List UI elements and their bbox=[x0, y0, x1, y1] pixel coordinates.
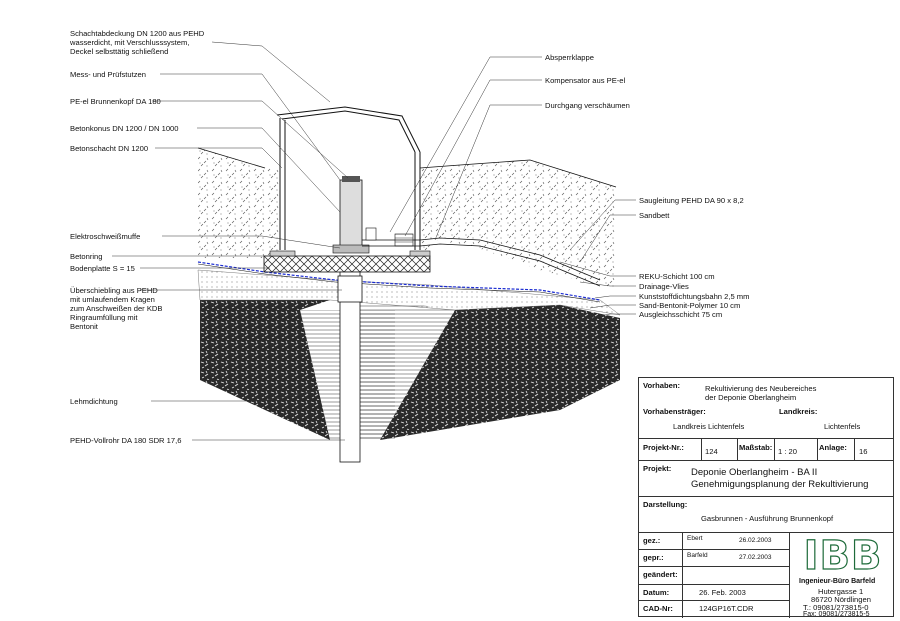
shaft-wall-left bbox=[279, 118, 286, 250]
label-mess: Mess- und Prüfstutzen bbox=[70, 70, 146, 79]
company-name: Ingenieur-Büro Barfeld bbox=[799, 578, 876, 585]
vorhaben-row: Vorhaben: Rekultivierung des Neubereiche… bbox=[639, 378, 893, 439]
traeger-value: Landkreis Lichtenfels bbox=[673, 422, 745, 431]
projekt-nr-value: 124 bbox=[705, 447, 718, 456]
shaft-cover bbox=[276, 106, 421, 153]
gez-date: 26.02.2003 bbox=[739, 537, 772, 544]
datum-row: Datum: 26. Feb. 2003 bbox=[639, 584, 789, 601]
label-durchgang: Durchgang verschäumen bbox=[545, 101, 630, 110]
darstellung-value: Gasbrunnen - Ausführung Brunnenkopf bbox=[701, 514, 834, 523]
traeger-label: Vorhabensträger: bbox=[643, 407, 706, 416]
label-ausgleich: Ausgleichsschicht 75 cm bbox=[639, 310, 722, 319]
label-ueberschiebling-5: Bentonit bbox=[70, 322, 99, 331]
label-ueberschiebling-2: mit umlaufendem Kragen bbox=[70, 295, 155, 304]
sand-layer bbox=[197, 269, 621, 316]
company-fax: Fax: 09081/273815-5 bbox=[803, 611, 870, 618]
gepr-row: gepr.: Barfeld 27.02.2003 bbox=[639, 549, 789, 567]
company-city: 86720 Nördlingen bbox=[811, 595, 871, 604]
geaendert-label: geändert: bbox=[643, 570, 678, 579]
label-brunnenkopf: PE-el Brunnenkopf DA 180 bbox=[70, 97, 161, 106]
gepr-date: 27.02.2003 bbox=[739, 554, 772, 561]
label-lehmdichtung: Lehmdichtung bbox=[70, 397, 118, 406]
label-betonschacht: Betonschacht DN 1200 bbox=[70, 144, 148, 153]
landkreis-value: Lichtenfels bbox=[824, 422, 861, 431]
massstab-value: 1 : 20 bbox=[778, 447, 797, 456]
liner-line bbox=[197, 261, 601, 301]
projekt-label: Projekt: bbox=[643, 464, 672, 473]
darstellung-label: Darstellung: bbox=[643, 500, 688, 509]
reku-soil-right bbox=[420, 160, 616, 290]
label-drainage: Drainage-Vlies bbox=[639, 282, 689, 291]
gepr-label: gepr.: bbox=[643, 553, 664, 562]
label-ueberschiebling-1: Überschiebling aus PEHD bbox=[70, 286, 158, 295]
gravel-right bbox=[380, 305, 620, 440]
label-ueberschiebling-3: zum Anschweißen der KDB bbox=[70, 304, 162, 313]
label-schachtabdeckung-3: Deckel selbsttätig schließend bbox=[70, 47, 168, 56]
vorhaben-line-2: der Deponie Oberlangheim bbox=[705, 393, 797, 402]
geaendert-row: geändert: bbox=[639, 566, 789, 585]
anlage-value: 16 bbox=[859, 447, 868, 456]
base-slab bbox=[263, 255, 431, 273]
massstab-label: Maßstab: bbox=[739, 443, 773, 452]
shaft-wall-right bbox=[414, 152, 421, 250]
reku-soil bbox=[198, 148, 280, 258]
cad-label: CAD-Nr: bbox=[643, 604, 673, 613]
well-head bbox=[339, 179, 363, 251]
cad-value: 124GP16T.CDR bbox=[699, 604, 754, 613]
datum-label: Datum: bbox=[643, 588, 670, 597]
vorhaben-line-1: Rekultivierung des Neubereiches bbox=[705, 384, 817, 393]
gez-name: Ebert bbox=[687, 535, 703, 542]
label-betonkonus: Betonkonus DN 1200 / DN 1000 bbox=[70, 124, 179, 133]
vertical-pipe bbox=[339, 271, 361, 463]
darstellung-row: Darstellung: Gasbrunnen - Ausführung Bru… bbox=[639, 496, 893, 533]
landkreis-label: Landkreis: bbox=[779, 407, 818, 416]
projekt-line-2: Genehmigungsplanung der Rekultivierung bbox=[691, 479, 869, 490]
anlage-label: Anlage: bbox=[819, 443, 847, 452]
clay-seal-right bbox=[350, 305, 455, 440]
gepr-name: Barfeld bbox=[687, 552, 708, 559]
label-sand-bentonit: Sand-Bentonit-Polymer 10 cm bbox=[639, 301, 740, 310]
projekt-row: Projekt: Deponie Oberlangheim - BA II Ge… bbox=[639, 460, 893, 497]
projekt-line-1: Deponie Oberlangheim - BA II bbox=[691, 467, 818, 478]
label-schachtabdeckung-2: wasserdicht, mit Verschlusssystem, bbox=[69, 38, 189, 47]
datum-value: 26. Feb. 2003 bbox=[699, 588, 746, 597]
label-saugleitung: Saugleitung PEHD DA 90 x 8,2 bbox=[639, 196, 744, 205]
projekt-nr-label: Projekt-Nr.: bbox=[643, 443, 684, 452]
label-reku: REKU-Schicht 100 cm bbox=[639, 272, 715, 281]
cad-row: CAD-Nr: 124GP16T.CDR bbox=[639, 600, 789, 617]
label-kompensator: Kompensator aus PE-el bbox=[545, 76, 626, 85]
gez-label: gez.: bbox=[643, 536, 661, 545]
label-schachtabdeckung-1: Schachtabdeckung DN 1200 aus PEHD bbox=[70, 29, 205, 38]
company-street: Hutergasse 1 bbox=[818, 587, 864, 596]
label-absperrklappe: Absperrklappe bbox=[545, 53, 594, 62]
company-tel: T.: 09081/273815-0 bbox=[803, 603, 869, 612]
projekt-nr-row: Projekt-Nr.: 124 Maßstab: 1 : 20 Anlage:… bbox=[639, 438, 893, 461]
company-logo: IBB bbox=[803, 533, 883, 579]
label-sandbett: Sandbett bbox=[639, 211, 670, 220]
label-vollrohr: PEHD-Vollrohr DA 180 SDR 17,6 bbox=[70, 436, 181, 445]
gez-row: gez.: Ebert 26.02.2003 bbox=[639, 532, 789, 550]
gravel-left bbox=[200, 300, 330, 440]
label-bodenplatte: Bodenplatte S = 15 bbox=[70, 264, 135, 273]
vorhaben-label: Vorhaben: bbox=[643, 381, 680, 390]
label-kunststoff: Kunststoffdichtungsbahn 2,5 mm bbox=[639, 292, 749, 301]
title-block: Vorhaben: Rekultivierung des Neubereiche… bbox=[638, 377, 894, 618]
label-betonring: Betonring bbox=[70, 252, 103, 261]
label-elektroschweiss: Elektroschweißmuffe bbox=[70, 232, 140, 241]
label-ueberschiebling-4: Ringraumfüllung mit bbox=[70, 313, 138, 322]
